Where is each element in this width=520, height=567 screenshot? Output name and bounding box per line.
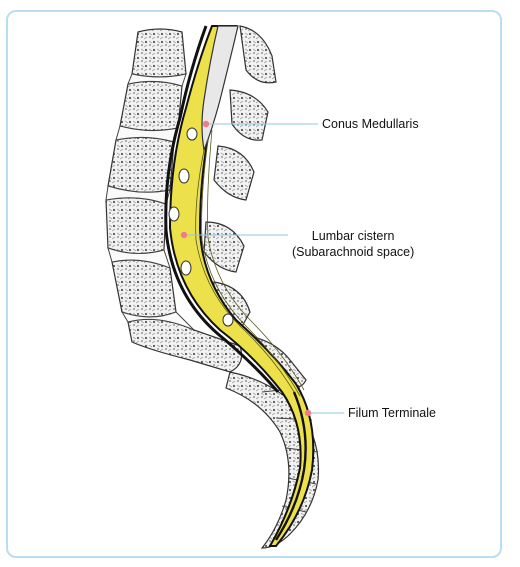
cauda-equina: [195, 129, 305, 397]
spinal-cord: [201, 25, 239, 153]
disc-5: [120, 311, 195, 331]
spinous-process-2: [229, 89, 269, 141]
conus-label-text: Conus Medullaris: [322, 117, 419, 131]
dura-outline: [164, 25, 280, 393]
leader-lines: [184, 123, 344, 414]
marker-dots: [180, 120, 312, 417]
vertebra-1: [131, 28, 187, 78]
vertebra-5: [111, 259, 177, 318]
spinous-process-1: [239, 25, 277, 84]
cistern-label-line2: (Subarachnoid space): [292, 245, 415, 259]
spinous-process-3: [213, 145, 255, 201]
intervertebral-discs: [105, 73, 195, 331]
vertebra-2: [119, 80, 183, 132]
vertebral-bodies: [105, 28, 243, 373]
vertebra-4: [105, 197, 167, 255]
conus-marker-icon: [202, 120, 210, 128]
disc-1: [127, 73, 187, 87]
label-conus-medullaris: Conus Medullaris: [322, 116, 419, 132]
label-filum-terminale: Filum Terminale: [348, 405, 436, 421]
filum-terminale-thread: [274, 391, 307, 541]
cistern-marker-icon: [180, 231, 188, 239]
foramina: [168, 127, 234, 327]
vertebra-3: [107, 136, 175, 193]
filum-label-text: Filum Terminale: [348, 406, 436, 420]
disc-4: [107, 247, 171, 269]
cistern-label-line1: Lumbar cistern: [311, 229, 395, 243]
label-lumbar-cistern: Lumbar cistern (Subarachnoid space): [292, 228, 414, 260]
filum-marker-icon: [304, 409, 312, 417]
